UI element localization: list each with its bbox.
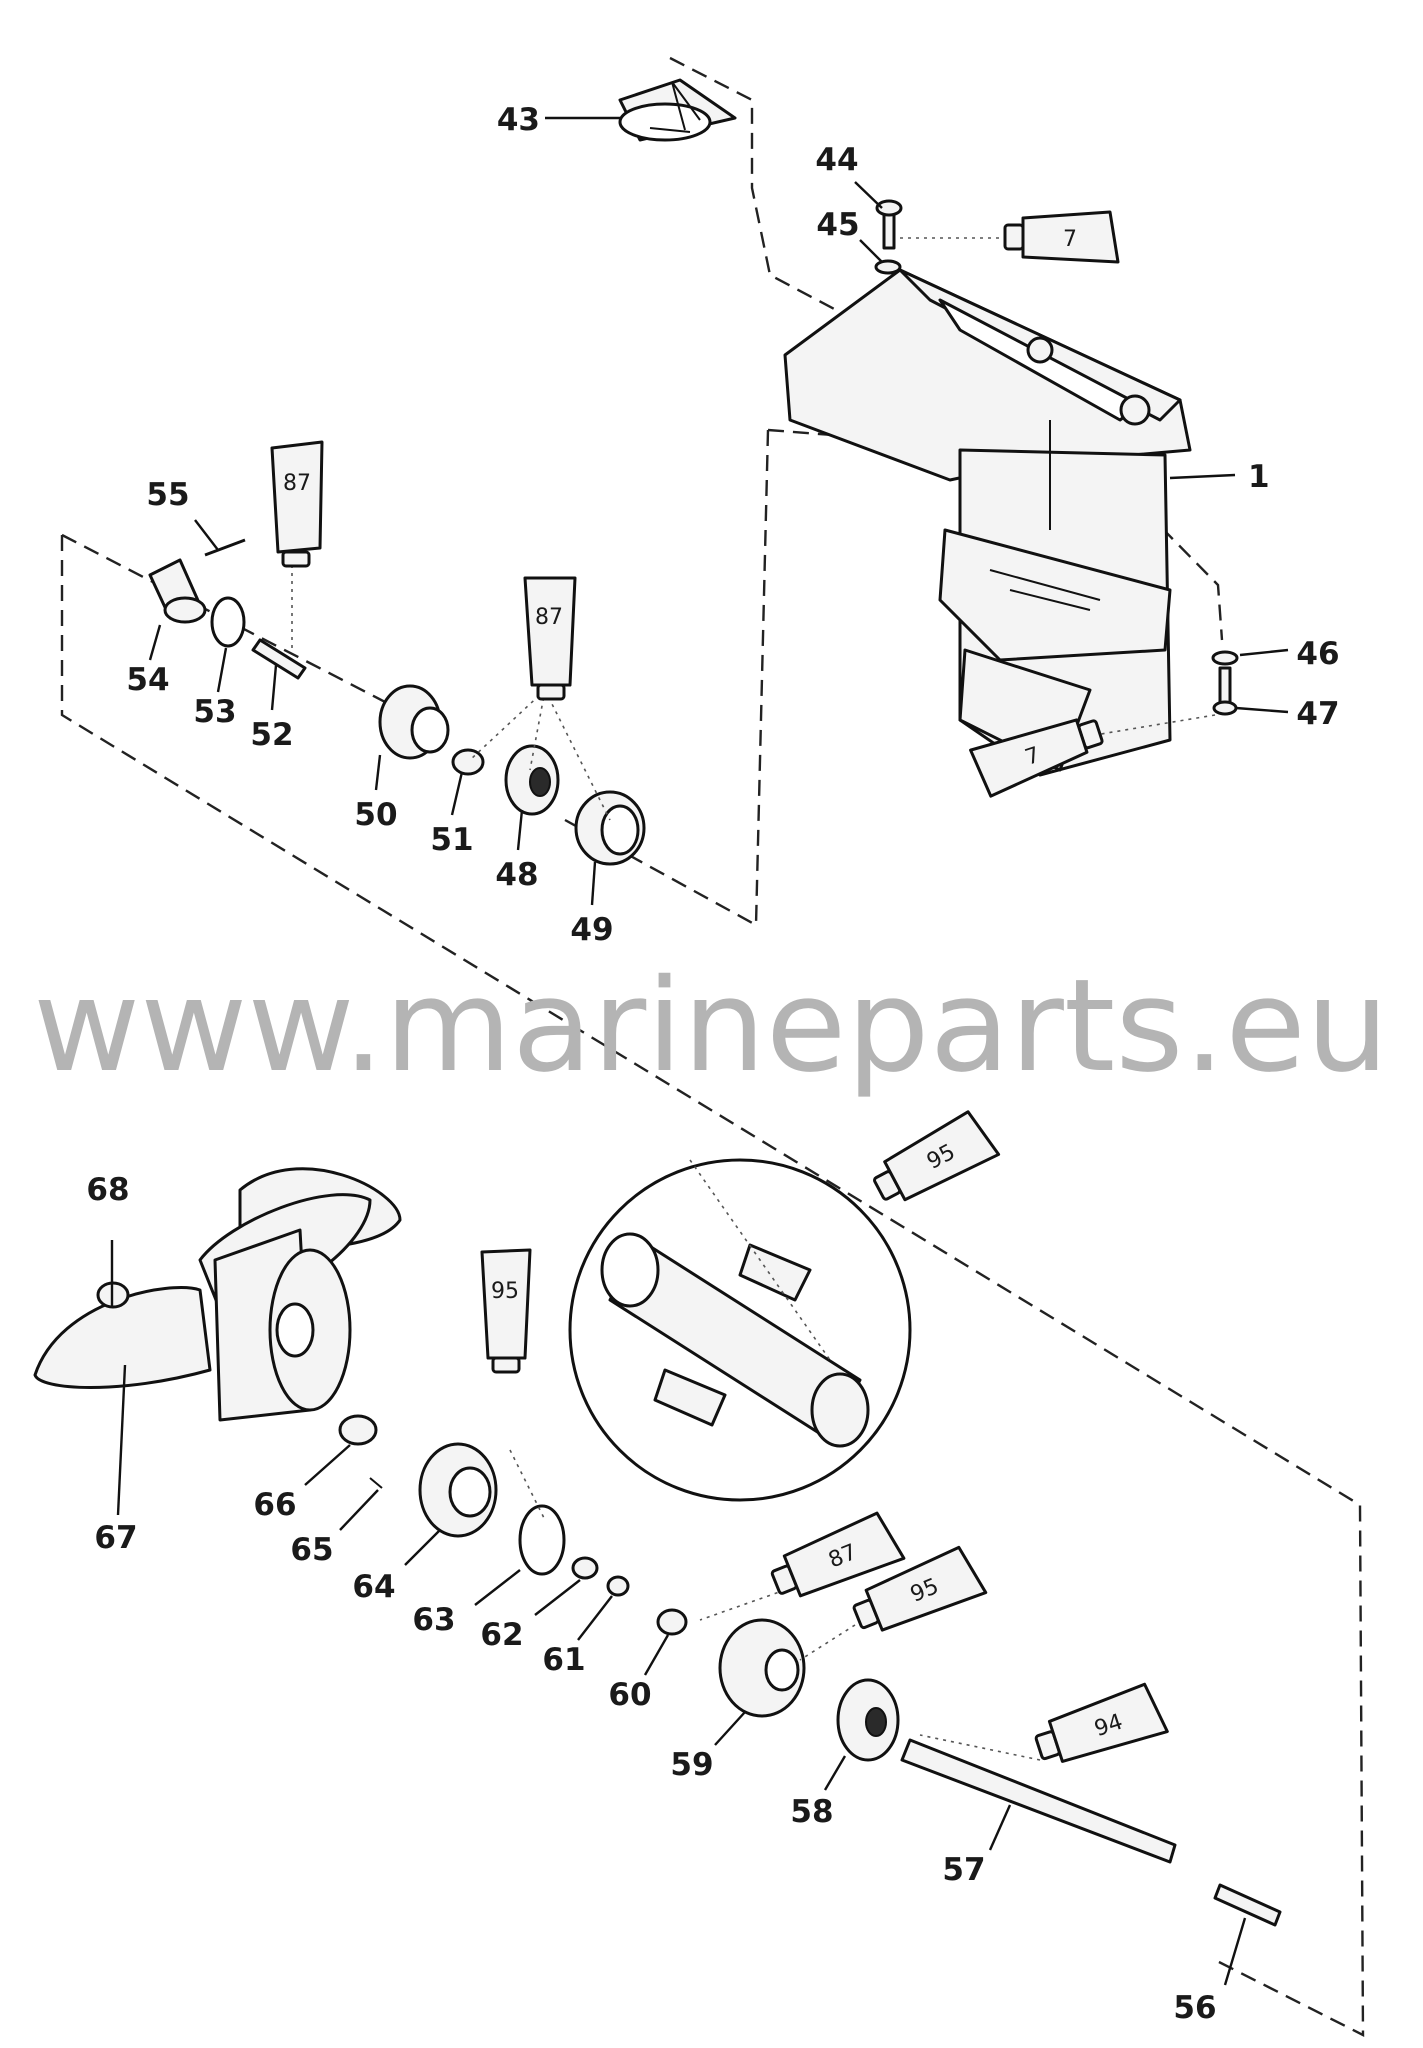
part-60-bushing	[656, 1608, 688, 1636]
part-58-bearing	[836, 1678, 900, 1762]
callout-62: 62	[480, 1617, 523, 1653]
sealant-tube-95-a: 95	[873, 1110, 1001, 1202]
callout-51: 51	[430, 822, 473, 858]
sealant-tube-95-c: 95	[852, 1545, 988, 1632]
sealant-tube-7-mid: 7	[969, 718, 1104, 798]
callout-56: 56	[1173, 1990, 1216, 2026]
part-65-pin	[369, 1477, 383, 1489]
tube-label: 87	[535, 605, 563, 630]
tube-label: 87	[283, 471, 311, 496]
callout-46: 46	[1296, 636, 1339, 672]
part-56-shaft-end	[1213, 1883, 1282, 1927]
sealant-tube-87-b: 87	[523, 576, 577, 701]
callout-63: 63	[412, 1602, 455, 1638]
part-45-washer	[874, 259, 902, 275]
callout-67: 67	[94, 1520, 137, 1556]
part-57-propeller-shaft	[900, 1738, 1177, 1864]
callout-68: 68	[86, 1172, 129, 1208]
sealant-dotted-leaders	[291, 237, 1216, 1761]
callout-64: 64	[352, 1569, 395, 1605]
callout-55: 55	[146, 477, 189, 513]
callout-58: 58	[790, 1794, 833, 1830]
sealant-tube-87-c: 87	[770, 1511, 906, 1598]
part-44-screw	[875, 199, 903, 250]
callout-60: 60	[608, 1677, 651, 1713]
detail-inset	[568, 1158, 912, 1502]
sealant-tube-94: 94	[1034, 1682, 1169, 1763]
callout-1: 1	[1248, 459, 1270, 495]
part-55-pin	[204, 538, 246, 557]
callout-43: 43	[497, 102, 540, 138]
callout-45: 45	[816, 207, 859, 243]
watermark-text: www.marineparts.eu	[33, 952, 1389, 1101]
callout-61: 61	[542, 1642, 585, 1678]
sealant-tube-95-b: 95	[480, 1248, 532, 1374]
callout-47: 47	[1296, 696, 1339, 732]
callout-44: 44	[815, 142, 858, 178]
callout-65: 65	[290, 1532, 333, 1568]
part-52-shaft	[251, 638, 307, 680]
part-1-gear-housing	[783, 268, 1192, 777]
part-66-washer	[338, 1414, 378, 1446]
part-54-bearing	[148, 558, 207, 624]
callout-49: 49	[570, 912, 613, 948]
part-53-ring	[210, 596, 246, 648]
callout-labels: 1 43 44 45 46 47 48 49 50 51 52 53 54 55…	[86, 102, 1339, 2026]
part-59-gear	[718, 1618, 806, 1718]
part-43-anode	[618, 78, 737, 142]
callout-48: 48	[495, 857, 538, 893]
tube-label: 7	[1063, 227, 1077, 252]
part-50-gear	[378, 684, 450, 760]
tube-label: 95	[491, 1279, 519, 1304]
part-61-washer	[606, 1575, 630, 1597]
callout-57: 57	[942, 1852, 985, 1888]
sealant-tube-7-top: 7	[1003, 210, 1120, 264]
part-67-propeller	[33, 1167, 402, 1422]
part-64-thrust-hub	[418, 1442, 498, 1538]
sealant-tube-87-a: 87	[270, 440, 324, 568]
callout-53: 53	[193, 694, 236, 730]
part-51-bushing	[451, 748, 485, 776]
part-62-bushing	[571, 1556, 599, 1580]
callout-59: 59	[670, 1747, 713, 1783]
callout-52: 52	[250, 717, 293, 753]
part-47-screw	[1212, 666, 1238, 716]
part-48-bearing	[504, 744, 560, 816]
callout-66: 66	[253, 1487, 296, 1523]
callout-50: 50	[354, 797, 397, 833]
callout-leaders	[110, 116, 1289, 1986]
callout-54: 54	[126, 662, 169, 698]
part-46-washer	[1211, 650, 1239, 666]
part-49-cup	[574, 790, 646, 866]
part-63-o-ring	[518, 1504, 566, 1576]
